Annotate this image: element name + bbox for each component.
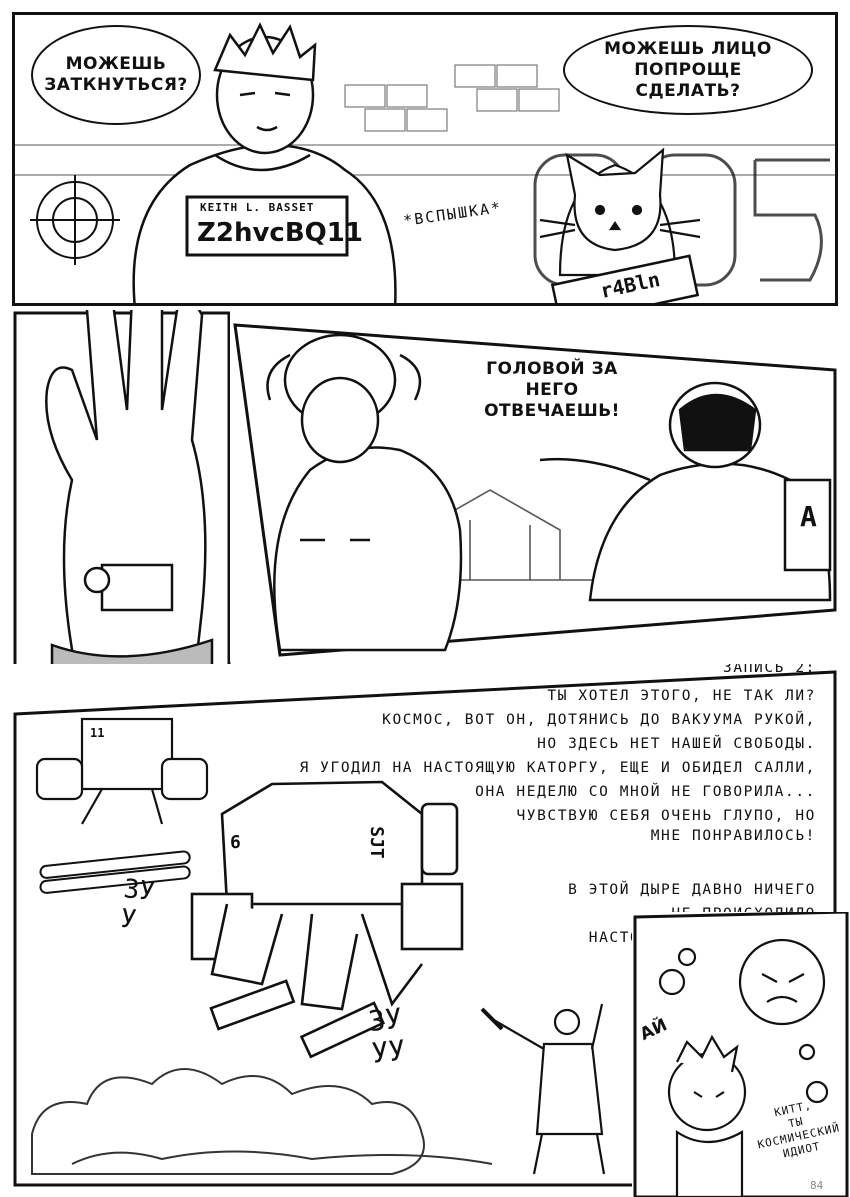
- sfx-zuu-1: ЗУУ: [118, 874, 157, 936]
- page-number: 84: [810, 1179, 824, 1192]
- sign-name: KEITH L. BASSET: [200, 201, 315, 214]
- diary-caption-title: ЗАПИСЬ 2:: [723, 664, 816, 676]
- big-mech: [190, 780, 464, 1059]
- panel-glove-hand: [12, 310, 232, 708]
- keith-figure: [132, 22, 397, 303]
- panel-astronauts: A ГОЛОВОЙ ЗА НЕГО ОТВЕЧАЕШЬ!: [230, 310, 838, 662]
- wall-emblem: [30, 175, 120, 265]
- mech-number: 6: [230, 832, 241, 853]
- chibi-angry-face: [738, 938, 826, 1026]
- speech-bubble-simpler-face: МОЖЕШЬ ЛИЦО ПОПРОЩЕ СДЕЛАТЬ?: [563, 25, 813, 115]
- cat-figure: [539, 147, 701, 277]
- signaller-figure: [480, 1003, 606, 1175]
- sfx-zuu-2: ЗУУУ: [366, 1001, 407, 1070]
- diary-caption-text: ТЫ ХОТЕЛ ЭТОГО, НЕ ТАК ЛИ? КОСМОС, ВОТ О…: [299, 688, 816, 824]
- mechs-art: [13, 670, 837, 1187]
- speech-bubble-shut-up: МОЖЕШЬ ЗАТКНУТЬСЯ?: [31, 25, 201, 125]
- small-mech-number: 11: [90, 726, 105, 740]
- glove-hand-art: [13, 310, 231, 708]
- mugshot-art: [15, 22, 835, 303]
- cat-sign: [550, 254, 700, 303]
- speech-bubble-responsible: ГОЛОВОЙ ЗА НЕГО ОТВЕЧАЕШЬ!: [484, 358, 620, 421]
- left-astronaut: [266, 333, 463, 652]
- diary-caption-liked: МНЕ ПОНРАВИЛОСЬ!: [650, 828, 816, 844]
- panel-inset-chibi: АЙ КИТТ, ТЫ КОСМИЧЕСКИЙ ИДИОТ 84: [632, 912, 850, 1197]
- small-mech: [35, 717, 209, 825]
- mech-label: SJT: [365, 826, 387, 859]
- sign-id: Z2hvcBQ11: [197, 218, 363, 248]
- chibi-art: [633, 912, 849, 1197]
- panel-mugshot: KEITH L. BASSET Z2hvcBQ11 r4Bln *ВСПЫШКА…: [12, 12, 838, 306]
- astronauts-art: [233, 323, 837, 657]
- suit-letter: A: [800, 500, 817, 533]
- right-astronaut: [539, 381, 832, 602]
- mugshot-sign: [185, 195, 349, 257]
